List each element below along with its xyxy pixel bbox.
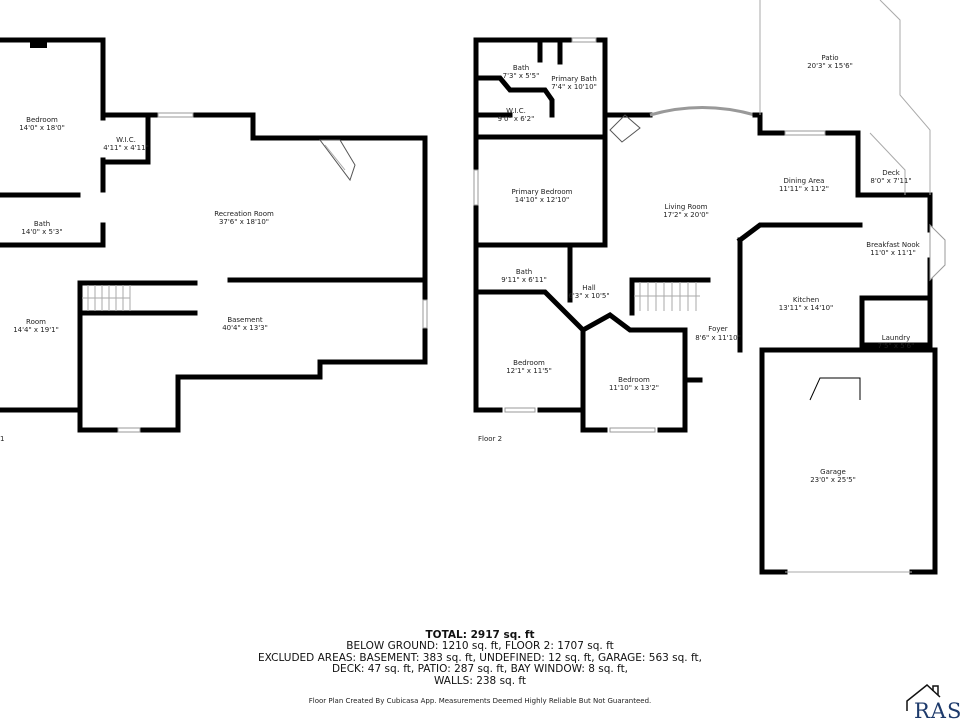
- room-name: Dining Area: [784, 177, 825, 185]
- room-name: Foyer: [708, 325, 728, 333]
- room-name: Room: [26, 318, 46, 326]
- bay-window: [929, 223, 946, 282]
- room-name: Basement: [227, 316, 263, 324]
- room-name: Patio: [821, 54, 838, 62]
- room-name: Bath: [516, 268, 532, 276]
- window: [157, 112, 194, 118]
- room-name: Bedroom: [513, 359, 545, 367]
- fireplace-hatch-icon: [319, 139, 356, 182]
- room-name: Primary Bath: [551, 75, 597, 83]
- stairs-icon: [82, 285, 131, 311]
- floor-label: Floor 2: [478, 435, 502, 443]
- window: [117, 427, 141, 433]
- room-dims: 7'5" x 5'6": [878, 342, 915, 350]
- patio-outline: [759, 0, 931, 195]
- area-line: DECK: 47 sq. ft, PATIO: 287 sq. ft, BAY …: [331, 663, 629, 676]
- room-dims: 9'0" x 6'2": [498, 115, 535, 123]
- room-name: Kitchen: [793, 296, 819, 304]
- room-name: Deck: [882, 169, 901, 177]
- room-dims: 14'10" x 12'10": [515, 196, 570, 204]
- room-name: Bedroom: [618, 376, 650, 384]
- room-name: Laundry: [882, 334, 911, 342]
- window: [504, 407, 536, 413]
- room-dims: 8'6" x 11'10": [695, 334, 741, 342]
- room-dims: 17'2" x 20'0": [663, 211, 709, 219]
- room-dims: 40'4" x 13'3": [222, 324, 268, 332]
- room-dims: 4'11" x 4'11": [103, 144, 149, 152]
- room-name: W.I.C.: [506, 107, 526, 115]
- window: [422, 299, 428, 329]
- room-dims: 11'11" x 11'2": [779, 185, 829, 193]
- area-line: EXCLUDED AREAS: BASEMENT: 383 sq. ft, UN…: [258, 651, 702, 664]
- floor1-labels: Bedroom 14'0" x 18'0" W.I.C. 4'11" x 4'1…: [0, 116, 274, 443]
- room-name: Bath: [34, 220, 50, 228]
- room-dims: 13'11" x 14'10": [779, 304, 834, 312]
- room-name: Recreation Room: [214, 210, 274, 218]
- credit-text: Floor Plan Created By Cubicasa App. Meas…: [308, 697, 652, 705]
- area-summary: TOTAL: 2917 sq. ft BELOW GROUND: 1210 sq…: [0, 629, 960, 687]
- room-name: Living Room: [665, 203, 708, 211]
- fireplace-icon: [30, 40, 47, 48]
- room-name: Garage: [820, 468, 846, 476]
- room-dims: 9'11" x 6'11": [501, 276, 547, 284]
- floor-label: 1: [0, 435, 4, 443]
- room-dims: 11'10" x 13'2": [609, 384, 659, 392]
- room-dims: 7'3" x 5'5": [503, 72, 540, 80]
- room-dims: 8'0" x 7'11": [870, 177, 911, 185]
- area-line: WALLS: 238 sq. ft: [433, 674, 527, 687]
- total-area: TOTAL: 2917 sq. ft: [425, 629, 535, 641]
- room-dims: 14'0" x 5'3": [21, 228, 62, 236]
- room-dims: 20'3" x 15'6": [807, 62, 853, 70]
- window: [784, 130, 826, 136]
- room-dims: 23'0" x 25'5": [810, 476, 856, 484]
- room-dims: 6'3" x 10'5": [568, 292, 609, 300]
- room-name: Breakfast Nook: [866, 241, 920, 249]
- room-dims: 14'0" x 18'0": [19, 124, 65, 132]
- window: [473, 169, 479, 206]
- room-name: Hall: [582, 284, 595, 292]
- floor2-labels: Bath 7'3" x 5'5" Primary Bath 7'4" x 10'…: [478, 54, 921, 484]
- room-dims: 11'0" x 11'1": [870, 249, 916, 257]
- window: [609, 427, 656, 433]
- room-dims: 7'4" x 10'10": [551, 83, 597, 91]
- area-line: BELOW GROUND: 1210 sq. ft, FLOOR 2: 1707…: [346, 640, 614, 653]
- room-name: Bath: [513, 64, 529, 72]
- floor2-walls: [473, 0, 946, 575]
- floor1-walls: [0, 37, 428, 433]
- room-dims: 12'1" x 11'5": [506, 367, 552, 375]
- stairs-icon: [634, 282, 700, 311]
- house-icon: [906, 684, 941, 711]
- room-name: Bedroom: [26, 116, 58, 124]
- brand-logo: RAS: [900, 683, 960, 723]
- logo-text: RAS: [914, 699, 960, 723]
- room-name: Primary Bedroom: [512, 188, 573, 196]
- garage-step: [809, 377, 861, 401]
- room-name: W.I.C.: [116, 136, 136, 144]
- room-dims: 37'6" x 18'10": [219, 218, 269, 226]
- window: [571, 37, 597, 43]
- room-dims: 14'4" x 19'1": [13, 326, 59, 334]
- fireplace-hatch-icon: [609, 114, 641, 143]
